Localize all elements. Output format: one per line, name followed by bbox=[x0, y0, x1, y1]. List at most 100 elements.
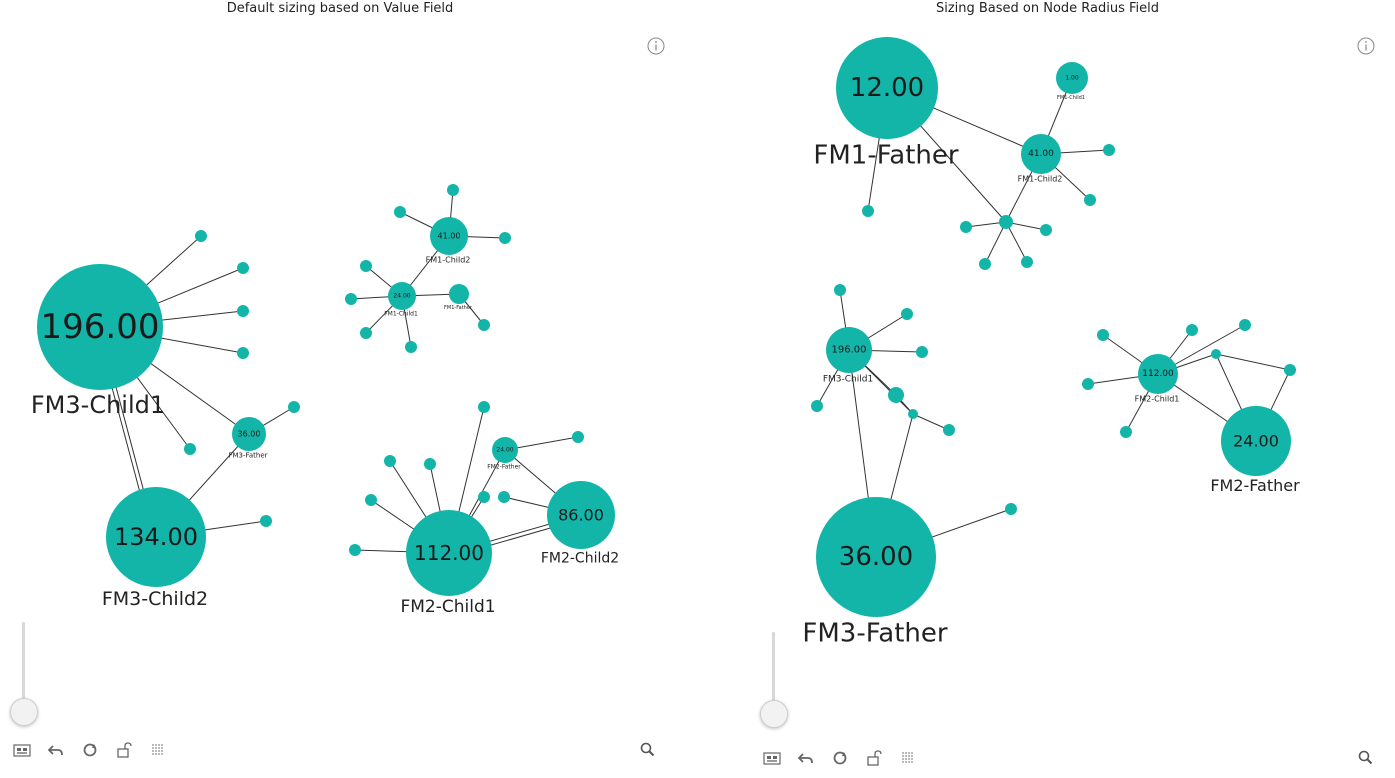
zoom-slider-handle[interactable] bbox=[10, 698, 38, 726]
graph-leaf-node[interactable] bbox=[1005, 503, 1017, 515]
node-circle[interactable] bbox=[478, 491, 490, 503]
node-circle[interactable] bbox=[1239, 319, 1251, 331]
node-circle[interactable] bbox=[1097, 329, 1109, 341]
graph-leaf-node[interactable] bbox=[405, 341, 417, 353]
graph-leaf-node[interactable] bbox=[979, 258, 991, 270]
graph-leaf-node[interactable] bbox=[288, 401, 300, 413]
graph-leaf-node[interactable] bbox=[901, 308, 913, 320]
node-circle[interactable] bbox=[237, 347, 249, 359]
graph-leaf-node[interactable] bbox=[478, 491, 490, 503]
graph-leaf-node[interactable] bbox=[349, 544, 361, 556]
node-circle[interactable] bbox=[405, 341, 417, 353]
undo-icon[interactable] bbox=[46, 740, 66, 760]
graph-leaf-node[interactable] bbox=[1211, 349, 1221, 359]
screenshot-icon[interactable] bbox=[762, 748, 782, 768]
graph-leaf-node[interactable] bbox=[237, 347, 249, 359]
node-circle[interactable] bbox=[394, 206, 406, 218]
node-circle[interactable] bbox=[862, 205, 874, 217]
node-circle[interactable] bbox=[349, 544, 361, 556]
node-circle[interactable] bbox=[547, 481, 615, 549]
graph-leaf-node[interactable] bbox=[360, 327, 372, 339]
node-circle[interactable] bbox=[106, 487, 206, 587]
node-circle[interactable] bbox=[1186, 324, 1198, 336]
search-icon[interactable] bbox=[1356, 748, 1376, 768]
graph-leaf-node[interactable] bbox=[1186, 324, 1198, 336]
node-circle[interactable] bbox=[345, 293, 357, 305]
node-circle[interactable] bbox=[237, 305, 249, 317]
graph-leaf-node[interactable] bbox=[478, 401, 490, 413]
node-circle[interactable] bbox=[1056, 62, 1088, 94]
node-circle[interactable] bbox=[478, 401, 490, 413]
node-circle[interactable] bbox=[1221, 406, 1291, 476]
unlock-icon[interactable] bbox=[864, 748, 884, 768]
graph-leaf-node[interactable] bbox=[365, 494, 377, 506]
node-circle[interactable] bbox=[37, 264, 163, 390]
node-circle[interactable] bbox=[430, 217, 468, 255]
graph-leaf-node[interactable] bbox=[394, 206, 406, 218]
graph-leaf-node[interactable] bbox=[908, 409, 918, 419]
node-circle[interactable] bbox=[260, 515, 272, 527]
graph-leaf-node[interactable] bbox=[195, 230, 207, 242]
graph-leaf-node[interactable] bbox=[498, 491, 510, 503]
node-circle[interactable] bbox=[1000, 216, 1012, 228]
node-circle[interactable] bbox=[453, 288, 465, 300]
grid-icon[interactable] bbox=[148, 740, 168, 760]
node-circle[interactable] bbox=[908, 409, 918, 419]
node-circle[interactable] bbox=[572, 431, 584, 443]
graph-leaf-node[interactable] bbox=[862, 205, 874, 217]
node-circle[interactable] bbox=[360, 327, 372, 339]
node-circle[interactable] bbox=[195, 230, 207, 242]
graph-leaf-node[interactable] bbox=[1084, 194, 1096, 206]
zoom-slider-track[interactable] bbox=[772, 632, 775, 712]
graph-leaf-node[interactable] bbox=[237, 262, 249, 274]
info-icon[interactable] bbox=[646, 36, 666, 56]
node-circle[interactable] bbox=[979, 258, 991, 270]
refresh-icon[interactable] bbox=[80, 740, 100, 760]
graph-leaf-node[interactable] bbox=[360, 260, 372, 272]
node-circle[interactable] bbox=[447, 184, 459, 196]
graph-leaf-node[interactable] bbox=[1097, 329, 1109, 341]
node-circle[interactable] bbox=[960, 221, 972, 233]
node-circle[interactable] bbox=[498, 491, 510, 503]
graph-leaf-node[interactable] bbox=[499, 232, 511, 244]
graph-leaf-node[interactable] bbox=[237, 305, 249, 317]
graph-leaf-node[interactable] bbox=[453, 288, 465, 300]
graph-leaf-node[interactable] bbox=[1040, 224, 1052, 236]
graph-leaf-node[interactable] bbox=[345, 293, 357, 305]
node-circle[interactable] bbox=[1021, 134, 1061, 174]
graph-leaf-node[interactable] bbox=[1082, 378, 1094, 390]
node-circle[interactable] bbox=[1082, 378, 1094, 390]
node-circle[interactable] bbox=[1284, 364, 1296, 376]
graph-leaf-node[interactable] bbox=[1284, 364, 1296, 376]
node-circle[interactable] bbox=[424, 458, 436, 470]
node-circle[interactable] bbox=[826, 327, 872, 373]
node-circle[interactable] bbox=[901, 308, 913, 320]
graph-leaf-node[interactable] bbox=[572, 431, 584, 443]
node-circle[interactable] bbox=[406, 510, 492, 596]
graph-leaf-node[interactable] bbox=[943, 424, 955, 436]
node-circle[interactable] bbox=[943, 424, 955, 436]
node-circle[interactable] bbox=[478, 319, 490, 331]
node-circle[interactable] bbox=[237, 262, 249, 274]
graph-leaf-node[interactable] bbox=[1000, 216, 1012, 228]
graph-leaf-node[interactable] bbox=[1120, 426, 1132, 438]
node-circle[interactable] bbox=[1040, 224, 1052, 236]
undo-icon[interactable] bbox=[796, 748, 816, 768]
node-circle[interactable] bbox=[890, 389, 902, 401]
node-circle[interactable] bbox=[365, 494, 377, 506]
zoom-slider-track[interactable] bbox=[22, 622, 25, 712]
node-circle[interactable] bbox=[834, 284, 846, 296]
